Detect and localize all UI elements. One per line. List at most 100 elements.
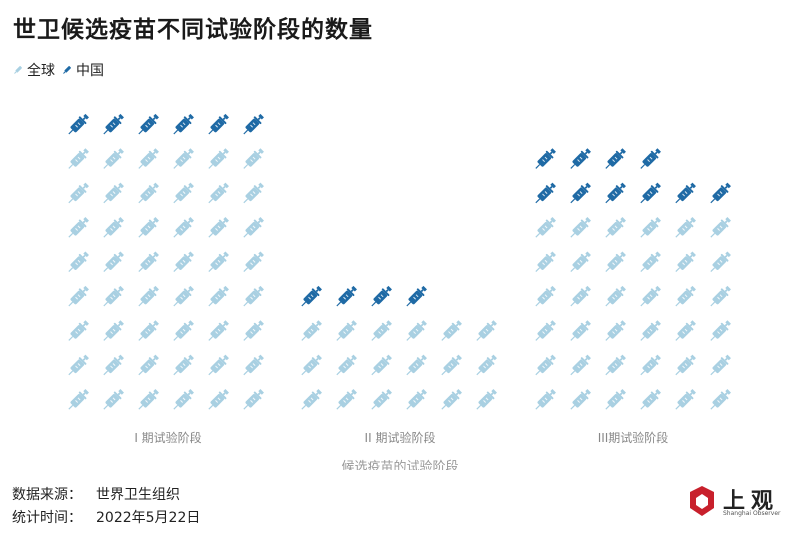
legend-item-china: 中国 <box>61 60 104 80</box>
icon-global-g1 <box>103 148 124 169</box>
icon-global-g1 <box>243 320 264 341</box>
icon-global-g1 <box>68 354 89 376</box>
icon-global-g1 <box>208 182 229 204</box>
icon-china-g1 <box>138 113 159 135</box>
icon-china-g2 <box>406 285 427 307</box>
icon-global-g3 <box>605 389 626 410</box>
icon-china-g1 <box>103 113 124 135</box>
icon-global-g3 <box>535 389 556 410</box>
icon-global-g3 <box>535 285 556 307</box>
icon-global-g1 <box>68 182 89 204</box>
icon-china-g3 <box>570 148 591 169</box>
icon-global-g1 <box>103 217 124 238</box>
icon-global-g3 <box>675 285 696 307</box>
icon-global-g3 <box>535 320 556 341</box>
icon-global-g1 <box>138 217 159 238</box>
icon-global-g1 <box>68 251 89 273</box>
icon-global-g2 <box>336 320 357 341</box>
legend: 全球 中国 <box>12 60 110 80</box>
icon-global-g1 <box>173 320 194 341</box>
chart-title: 世卫候选疫苗不同试验阶段的数量 <box>13 17 373 43</box>
icon-global-g3 <box>675 354 696 376</box>
icon-global-g1 <box>138 389 159 410</box>
icon-china-g2 <box>336 285 357 307</box>
pictogram-chart <box>68 113 731 410</box>
icon-global-g3 <box>605 217 626 238</box>
icon-global-g3 <box>640 217 661 238</box>
icon-china-g1 <box>243 113 264 135</box>
icon-global-g2 <box>301 389 322 410</box>
icon-global-g3 <box>535 354 556 376</box>
icon-global-g2 <box>371 389 392 410</box>
icon-global-g2 <box>476 389 497 410</box>
icon-global-g1 <box>243 148 264 169</box>
icon-china-g1 <box>208 113 229 135</box>
icon-global-g1 <box>173 182 194 204</box>
icon-global-g1 <box>68 285 89 307</box>
icon-global-g2 <box>336 389 357 410</box>
icon-global-g3 <box>605 320 626 341</box>
icon-global-g3 <box>710 285 731 307</box>
icon-global-g2 <box>371 320 392 341</box>
logo-mark <box>690 486 714 516</box>
icon-global-g3 <box>570 354 591 376</box>
icon-global-g3 <box>710 389 731 410</box>
icon-china-g3 <box>675 182 696 204</box>
icon-global-g1 <box>68 148 89 169</box>
icon-global-g2 <box>441 354 462 376</box>
icon-global-g2 <box>301 354 322 376</box>
legend-item-global: 全球 <box>12 60 55 80</box>
legend-label-global: 全球 <box>27 63 55 79</box>
icon-global-g1 <box>173 389 194 410</box>
icon-global-g1 <box>103 320 124 341</box>
logo-subtitle: Shanghai Observer <box>723 510 781 517</box>
date-label: 统计时间： <box>12 510 82 526</box>
icon-global-g3 <box>570 285 591 307</box>
icon-global-g1 <box>103 389 124 410</box>
icon-global-g1 <box>243 354 264 376</box>
icon-global-g1 <box>208 148 229 169</box>
date-note: 统计时间：2022年5月22日 <box>12 507 214 527</box>
icon-global-g1 <box>138 251 159 273</box>
icon-global-g1 <box>138 148 159 169</box>
logo-name: 上观 <box>723 489 780 514</box>
icon-global-g3 <box>675 251 696 273</box>
icon-global-g3 <box>675 320 696 341</box>
icon-china-g1 <box>173 113 194 135</box>
icon-global-g1 <box>243 251 264 273</box>
icon-global-g1 <box>138 354 159 376</box>
icon-global-g1 <box>103 251 124 273</box>
icon-global-g3 <box>640 389 661 410</box>
icon-global-g2 <box>441 320 462 341</box>
icon-global-g3 <box>675 217 696 238</box>
icon-global-g2 <box>336 354 357 376</box>
icon-global-g3 <box>605 354 626 376</box>
icon-global-g3 <box>710 320 731 341</box>
category-label-phase2: II 期试验阶段 <box>364 431 436 445</box>
icon-global-g1 <box>173 285 194 307</box>
icon-global-g3 <box>640 251 661 273</box>
icon-global-g1 <box>173 217 194 238</box>
icon-global-g2 <box>476 320 497 341</box>
icon-global-g1 <box>243 182 264 204</box>
icon-global-g1 <box>243 389 264 410</box>
icon-china-g3 <box>535 148 556 169</box>
icon-global-g3 <box>640 354 661 376</box>
icon-global-g2 <box>371 354 392 376</box>
source-value: 世界卫生组织 <box>96 487 180 503</box>
icon-global-g1 <box>138 182 159 204</box>
icon-china-g3 <box>605 148 626 169</box>
category-label-phase3: III期试验阶段 <box>597 431 669 445</box>
icon-global-g3 <box>535 217 556 238</box>
source-label: 数据来源： <box>12 487 82 503</box>
category-label-phase1: I 期试验阶段 <box>134 431 202 445</box>
icon-china-g3 <box>640 182 661 204</box>
icon-global-g1 <box>173 354 194 376</box>
icon-global-g3 <box>605 251 626 273</box>
icon-global-g1 <box>103 285 124 307</box>
icon-global-g3 <box>710 354 731 376</box>
icon-china-g3 <box>605 182 626 204</box>
icon-global-g1 <box>243 285 264 307</box>
legend-label-china: 中国 <box>76 63 104 79</box>
icon-global-g3 <box>570 389 591 410</box>
